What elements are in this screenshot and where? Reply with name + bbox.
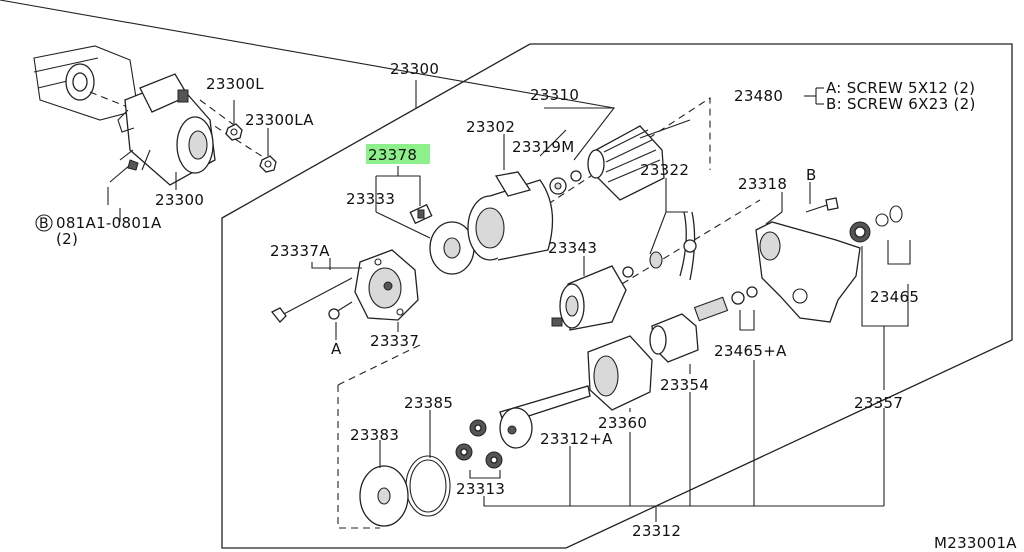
label-mark-b: B xyxy=(806,166,817,184)
label-23312: 23312 xyxy=(632,522,681,540)
label-23319m: 23319M xyxy=(512,138,574,156)
brush-holder-23333 xyxy=(409,203,479,275)
packing-23385 xyxy=(405,455,451,517)
internal-gear-23360 xyxy=(587,335,653,411)
planet-gears-23313 xyxy=(455,419,503,469)
gear-dashed-outline xyxy=(337,385,380,529)
rear-cover-23337 xyxy=(354,249,419,321)
assembly-frame xyxy=(221,43,1013,549)
label-mark-a: A xyxy=(331,340,342,358)
label-23360: 23360 xyxy=(598,414,647,432)
label-23378: 23378 xyxy=(368,146,417,164)
clutch-23354 xyxy=(649,286,758,363)
engine-starter-illustration xyxy=(33,45,269,205)
label-23354: 23354 xyxy=(660,376,709,394)
label-23322: 23322 xyxy=(640,161,689,179)
label-23357: 23357 xyxy=(854,394,903,412)
solenoid-23343 xyxy=(551,265,634,331)
snap-ring-23465 xyxy=(875,205,903,227)
label-circle-b: B xyxy=(39,216,49,232)
label-23300-bottom: 23300 xyxy=(155,191,204,209)
armature-23310 xyxy=(549,119,691,201)
cover-23383 xyxy=(359,465,409,527)
label-081a1-qty: (2) xyxy=(56,230,78,248)
nut-23300la xyxy=(259,155,277,173)
armature-dashed-outline xyxy=(477,96,711,251)
label-23385: 23385 xyxy=(404,394,453,412)
label-23302: 23302 xyxy=(466,118,515,136)
label-23337: 23337 xyxy=(370,332,419,350)
diagram-code: M233001A xyxy=(934,534,1017,552)
label-23337a: 23337A xyxy=(270,242,330,260)
shaft-23312 xyxy=(499,385,591,449)
label-23300l: 23300L xyxy=(206,75,264,93)
label-23318: 23318 xyxy=(738,175,787,193)
lever-23322 xyxy=(649,211,697,281)
label-screw-a: A: SCREW 5X12 (2) xyxy=(826,79,975,97)
label-23310: 23310 xyxy=(530,86,579,104)
nut-23300l xyxy=(225,123,243,141)
gear-dashed-outline-top xyxy=(337,344,421,386)
label-081a1: 081A1-0801A xyxy=(56,214,162,232)
circle-b-marker xyxy=(35,214,53,232)
gear-housing-23318 xyxy=(755,197,861,323)
label-23300-top: 23300 xyxy=(390,60,439,78)
yoke-23302 xyxy=(467,171,554,261)
label-23300la: 23300LA xyxy=(245,111,314,129)
label-23465a: 23465+A xyxy=(714,342,787,360)
through-bolt-23337a xyxy=(270,277,353,323)
leader-lines xyxy=(0,0,911,522)
label-23343: 23343 xyxy=(548,239,597,257)
label-23313: 23313 xyxy=(456,480,505,498)
highlight-23378 xyxy=(366,144,430,164)
label-23312a: 23312+A xyxy=(540,430,613,448)
label-23333: 23333 xyxy=(346,190,395,208)
label-23383: 23383 xyxy=(350,426,399,444)
label-23465: 23465 xyxy=(870,288,919,306)
pinion-gear-23357 xyxy=(849,221,871,243)
label-screw-b: B: SCREW 6X23 (2) xyxy=(826,95,976,113)
screw-a xyxy=(328,301,353,340)
label-23480: 23480 xyxy=(734,87,783,105)
